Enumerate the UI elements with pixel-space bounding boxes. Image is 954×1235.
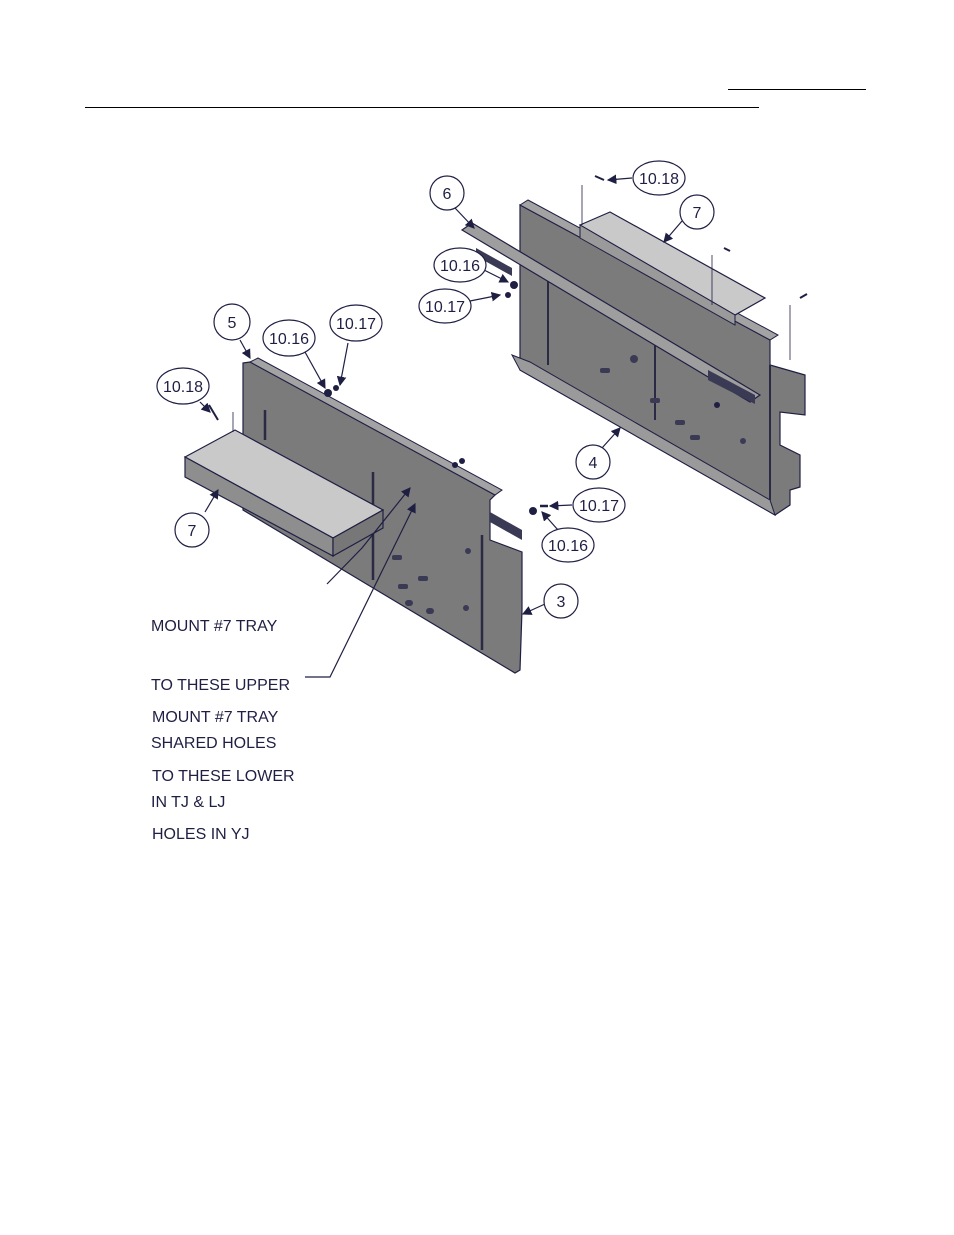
callout-label: 6: [443, 186, 452, 203]
callout-label: 10.16: [440, 258, 480, 275]
note-lower-holes: MOUNT #7 TRAY TO THESE LOWER HOLES IN YJ: [152, 669, 295, 884]
callout-label: 10.18: [163, 379, 203, 396]
callout-label: 10.18: [639, 171, 679, 188]
callout-6: 6: [430, 176, 464, 210]
callout-label: 10.17: [425, 299, 465, 316]
note-line: HOLES IN YJ: [152, 825, 295, 845]
callout-label: 10.17: [579, 498, 619, 515]
callout-10-16-lower: 10.16: [542, 528, 594, 562]
note-line: TO THESE LOWER: [152, 767, 295, 787]
callout-10-17-left: 10.17: [330, 305, 382, 341]
callout-label: 10.17: [336, 316, 376, 333]
callout-10-16-right: 10.16: [434, 248, 486, 282]
callout-3: 3: [544, 584, 578, 618]
callout-7-left: 7: [175, 513, 209, 547]
callout-7-right: 7: [680, 195, 714, 229]
callout-10-18-left: 10.18: [157, 368, 209, 404]
callout-label: 10.16: [269, 331, 309, 348]
callout-5: 5: [214, 304, 250, 340]
callout-label: 7: [188, 523, 197, 540]
callout-label: 7: [693, 205, 702, 222]
callout-10-18-right: 10.18: [633, 161, 685, 195]
callout-label: 3: [557, 594, 566, 611]
callout-label: 10.16: [548, 538, 588, 555]
callout-label: 5: [228, 315, 237, 332]
callout-10-16-left: 10.16: [263, 320, 315, 356]
callout-10-17-right: 10.17: [419, 289, 471, 323]
callout-10-17-lower: 10.17: [573, 488, 625, 522]
note-line: MOUNT #7 TRAY: [152, 708, 295, 728]
callout-4: 4: [576, 445, 610, 479]
callout-label: 4: [589, 455, 598, 472]
note-line: MOUNT #7 TRAY: [151, 617, 290, 637]
